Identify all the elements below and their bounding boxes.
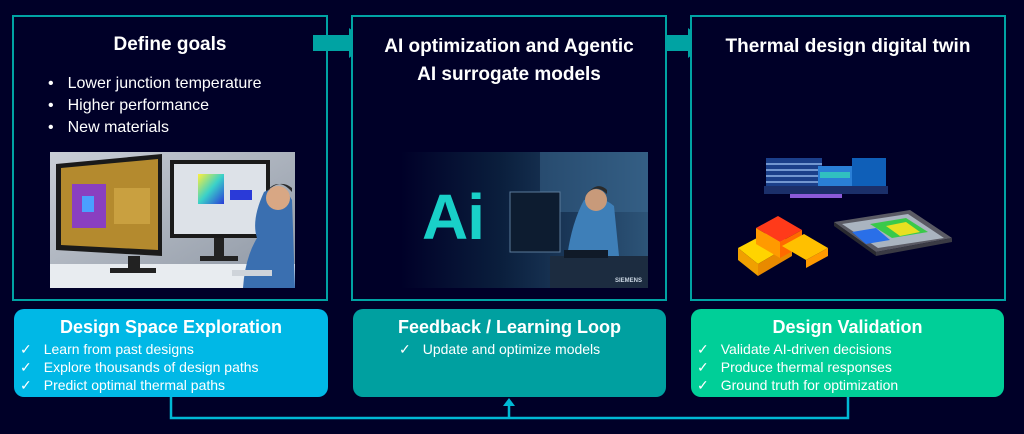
ai-engineer-image: Ai SIEMENS	[400, 152, 648, 288]
design-space-exploration-box: Design Space Exploration Learn from past…	[14, 309, 328, 397]
feedback-item: Update and optimize models	[399, 340, 666, 358]
feedback-learning-loop-box: Feedback / Learning Loop Update and opti…	[353, 309, 666, 397]
ai-logo: Ai	[422, 181, 485, 253]
engineer-monitors-image	[50, 152, 295, 288]
exploration-title: Design Space Exploration	[59, 317, 283, 337]
thermal-models-image	[730, 152, 980, 286]
design-validation-box: Design Validation Validate AI-driven dec…	[691, 309, 1004, 397]
validation-title: Design Validation	[772, 317, 923, 337]
validation-list: Validate AI-driven decisions Produce the…	[691, 340, 1004, 394]
ai-optimization-title: AI optimization and Agentic AI surrogate…	[353, 33, 665, 89]
ai-title-line: AI surrogate models	[417, 64, 601, 85]
exploration-item: Learn from past designs	[20, 340, 328, 358]
goal-item: Higher performance	[48, 95, 326, 117]
goals-list: Lower junction temperature Higher perfor…	[48, 73, 326, 139]
validation-item: Produce thermal responses	[697, 358, 1004, 376]
validation-item: Validate AI-driven decisions	[697, 340, 1004, 358]
ai-title-line: AI optimization and Agentic	[384, 36, 634, 57]
digital-twin-title: Thermal design digital twin	[725, 36, 971, 57]
define-goals-title: Define goals	[113, 34, 227, 55]
feedback-list: Update and optimize models	[353, 340, 666, 358]
exploration-item: Explore thousands of design paths	[20, 358, 328, 376]
validation-item: Ground truth for optimization	[697, 376, 1004, 394]
feedback-title: Feedback / Learning Loop	[397, 317, 622, 337]
exploration-item: Predict optimal thermal paths	[20, 376, 328, 394]
siemens-watermark: SIEMENS	[614, 278, 642, 284]
goal-item: Lower junction temperature	[48, 73, 326, 95]
goal-item: New materials	[48, 117, 326, 139]
exploration-list: Learn from past designs Explore thousand…	[14, 340, 328, 394]
